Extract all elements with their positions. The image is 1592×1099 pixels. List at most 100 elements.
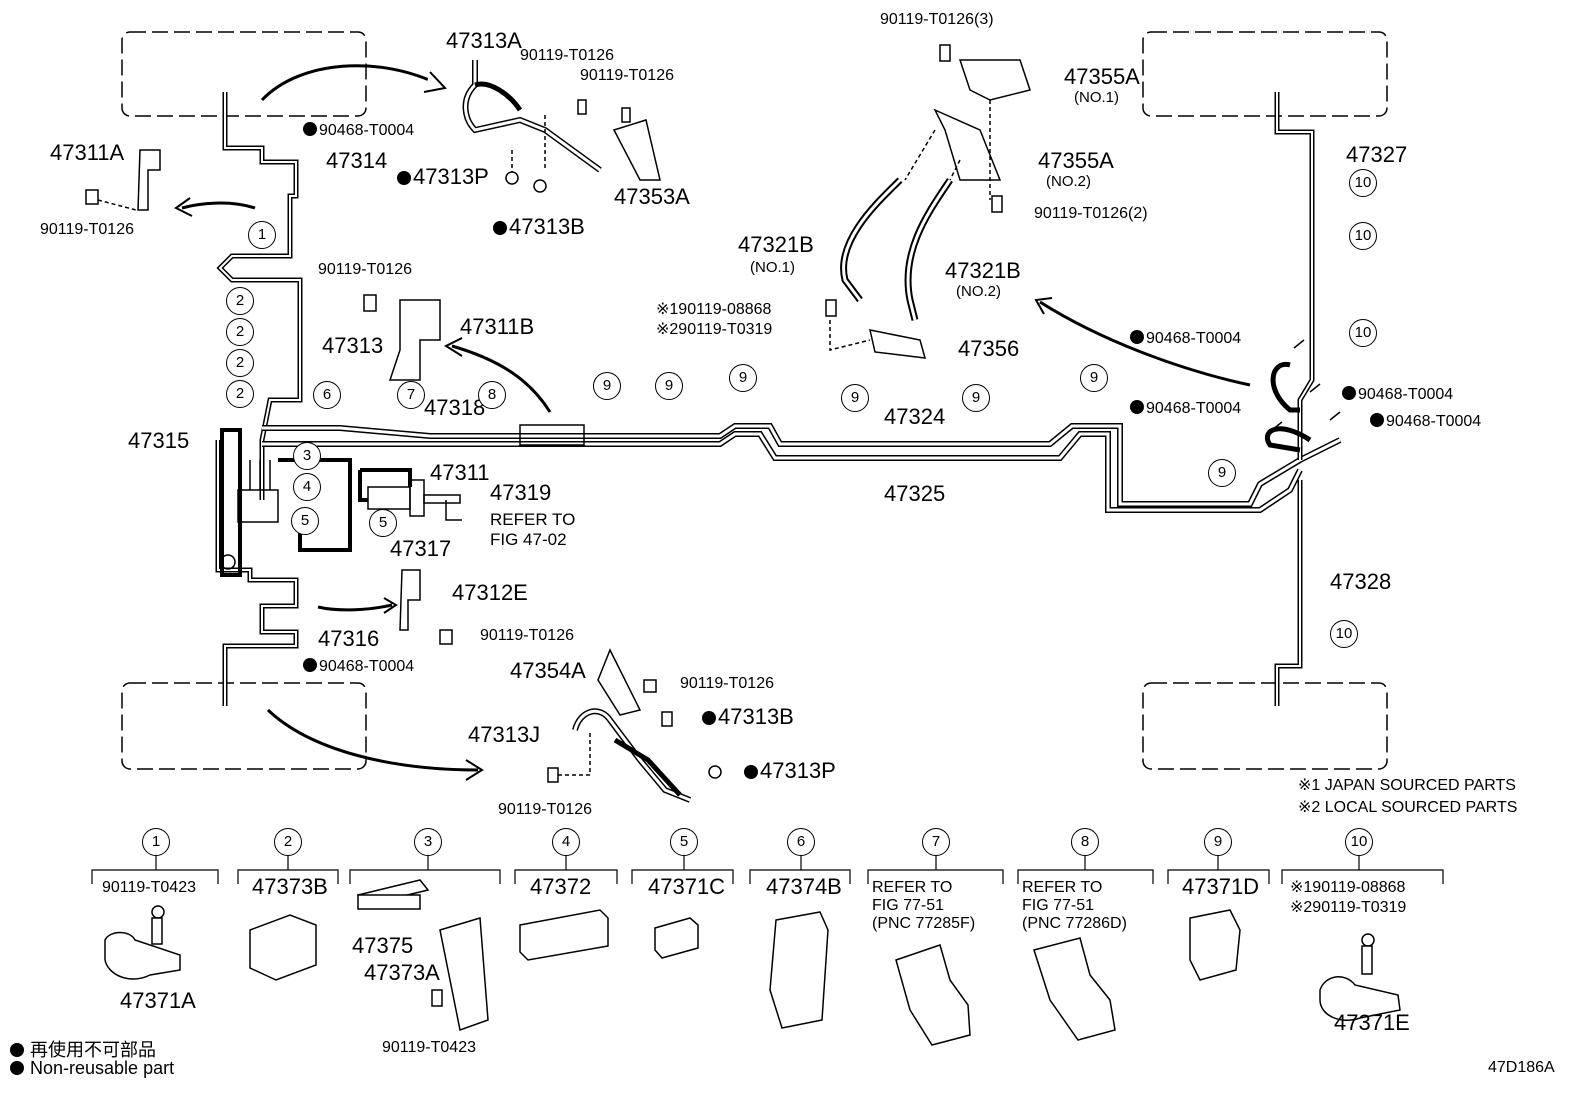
- part-47327: 47327: [1346, 142, 1408, 167]
- callout-2: 2: [226, 318, 254, 346]
- part-90119-T0126: 90119-T0126: [580, 67, 674, 84]
- part-47375: 47375: [352, 933, 414, 958]
- part-47313J: 47313J: [468, 722, 541, 747]
- bullet-icon: [10, 1043, 24, 1057]
- part-90119-T0126: 90119-T0126: [680, 675, 774, 692]
- callout-4: 4: [552, 828, 580, 856]
- callout-4: 4: [293, 473, 321, 501]
- part-90119-T0126: 90119-T0126: [480, 627, 574, 644]
- part-47321B-no1: 47321B: [738, 232, 814, 257]
- part-47313: 47313: [322, 333, 384, 358]
- no2-note: (NO.2): [956, 283, 1001, 300]
- part-90468-T0004: 90468-T0004: [1130, 400, 1241, 417]
- no2-note: (NO.2): [1046, 173, 1091, 190]
- callout-2: 2: [274, 828, 302, 856]
- part-47324: 47324: [884, 404, 946, 429]
- part-47354A: 47354A: [510, 658, 586, 683]
- part-47311: 47311: [430, 460, 490, 485]
- callout-7: 7: [922, 828, 950, 856]
- callout-9: 9: [841, 384, 869, 412]
- refer-pnc: (PNC 77285F): [872, 915, 976, 932]
- part-90119-T0126-2: 90119-T0126(2): [1034, 205, 1148, 222]
- callout-6: 6: [313, 381, 341, 409]
- note-japan-sourced: ※1 JAPAN SOURCED PARTS: [1298, 777, 1516, 794]
- part-47373B: 47373B: [252, 874, 328, 899]
- callout-9: 9: [593, 372, 621, 400]
- bullet-icon: [10, 1061, 24, 1075]
- part-90119-T0126: 90119-T0126: [318, 261, 412, 278]
- part-47371C: 47371C: [648, 874, 726, 899]
- part-47318: 47318: [424, 395, 486, 420]
- part-47315: 47315: [128, 428, 190, 453]
- rear-right-wheel-area: [1142, 682, 1388, 770]
- figure-code: 47D186A: [1488, 1059, 1555, 1076]
- part-47313B: 47313B: [702, 706, 794, 728]
- part-90119-08868: ※190119-08868: [1290, 879, 1406, 896]
- front-right-wheel-area: [1142, 31, 1388, 117]
- part-90119-08868: ※190119-08868: [656, 301, 772, 318]
- callout-1: 1: [142, 828, 170, 856]
- callout-6: 6: [787, 828, 815, 856]
- callout-2: 2: [226, 287, 254, 315]
- refer-text: REFER TO: [1022, 879, 1103, 896]
- callout-9: 9: [655, 372, 683, 400]
- part-90468-T0004: 90468-T0004: [1370, 413, 1481, 430]
- callout-7: 7: [397, 381, 425, 409]
- callout-8: 8: [1071, 828, 1099, 856]
- no1-note: (NO.1): [750, 259, 795, 276]
- part-90119-T0319: ※290119-T0319: [656, 321, 773, 338]
- callout-9: 9: [1080, 364, 1108, 392]
- legend-jp-text: 再使用不可部品: [30, 1040, 156, 1060]
- part-47316: 47316: [318, 626, 380, 651]
- callout-10: 10: [1349, 319, 1377, 347]
- part-47372: 47372: [530, 874, 592, 899]
- callout-10: 10: [1330, 620, 1358, 648]
- part-90119-T0423: 90119-T0423: [382, 1039, 476, 1056]
- part-47317: 47317: [390, 536, 452, 561]
- part-47312E: 47312E: [452, 580, 528, 605]
- part-90468-T0004: 90468-T0004: [303, 122, 414, 139]
- part-90119-T0423: 90119-T0423: [102, 879, 196, 896]
- refer-fig: FIG 77-51: [872, 897, 945, 914]
- refer-fig: FIG 77-51: [1022, 897, 1095, 914]
- part-47355A-no2: 47355A: [1038, 148, 1114, 173]
- part-47313P: 47313P: [397, 166, 489, 188]
- part-47371D: 47371D: [1182, 874, 1260, 899]
- refer-text: REFER TO: [872, 879, 953, 896]
- callout-5: 5: [670, 828, 698, 856]
- rear-left-wheel-area: [121, 682, 367, 770]
- callout-9: 9: [729, 364, 757, 392]
- legend-jp: 再使用不可部品: [10, 1036, 156, 1062]
- part-47313A: 47313A: [446, 28, 522, 53]
- note-local-sourced: ※2 LOCAL SOURCED PARTS: [1298, 799, 1518, 816]
- part-90468-T0004: 90468-T0004: [303, 658, 414, 675]
- part-47371A: 47371A: [120, 988, 196, 1013]
- part-90119-T0126-3: 90119-T0126(3): [880, 11, 994, 28]
- callout-2: 2: [226, 380, 254, 408]
- part-47311B: 47311B: [460, 314, 535, 339]
- legend-en-text: Non-reusable part: [30, 1058, 175, 1078]
- callout-5: 5: [369, 509, 397, 537]
- no1-note: (NO.1): [1074, 89, 1119, 106]
- part-47313P: 47313P: [744, 760, 836, 782]
- callout-3: 3: [414, 828, 442, 856]
- part-47374B: 47374B: [766, 874, 842, 899]
- legend-en: Non-reusable part: [10, 1058, 174, 1079]
- refer-pnc: (PNC 77286D): [1022, 915, 1127, 932]
- callout-10: 10: [1349, 169, 1377, 197]
- part-47353A: 47353A: [614, 184, 690, 209]
- part-47311A: 47311A: [50, 140, 125, 165]
- part-47371E: 47371E: [1334, 1010, 1410, 1035]
- part-90468-T0004: 90468-T0004: [1342, 386, 1453, 403]
- callout-10: 10: [1349, 222, 1377, 250]
- part-47313B: 47313B: [493, 216, 585, 238]
- part-47373A: 47373A: [364, 960, 440, 985]
- callout-9: 9: [962, 384, 990, 412]
- callout-3: 3: [293, 442, 321, 470]
- callout-9: 9: [1208, 459, 1236, 487]
- part-47328: 47328: [1330, 569, 1392, 594]
- part-90468-T0004: 90468-T0004: [1130, 330, 1241, 347]
- callout-1: 1: [248, 221, 276, 249]
- callout-5: 5: [291, 507, 319, 535]
- callout-8: 8: [478, 381, 506, 409]
